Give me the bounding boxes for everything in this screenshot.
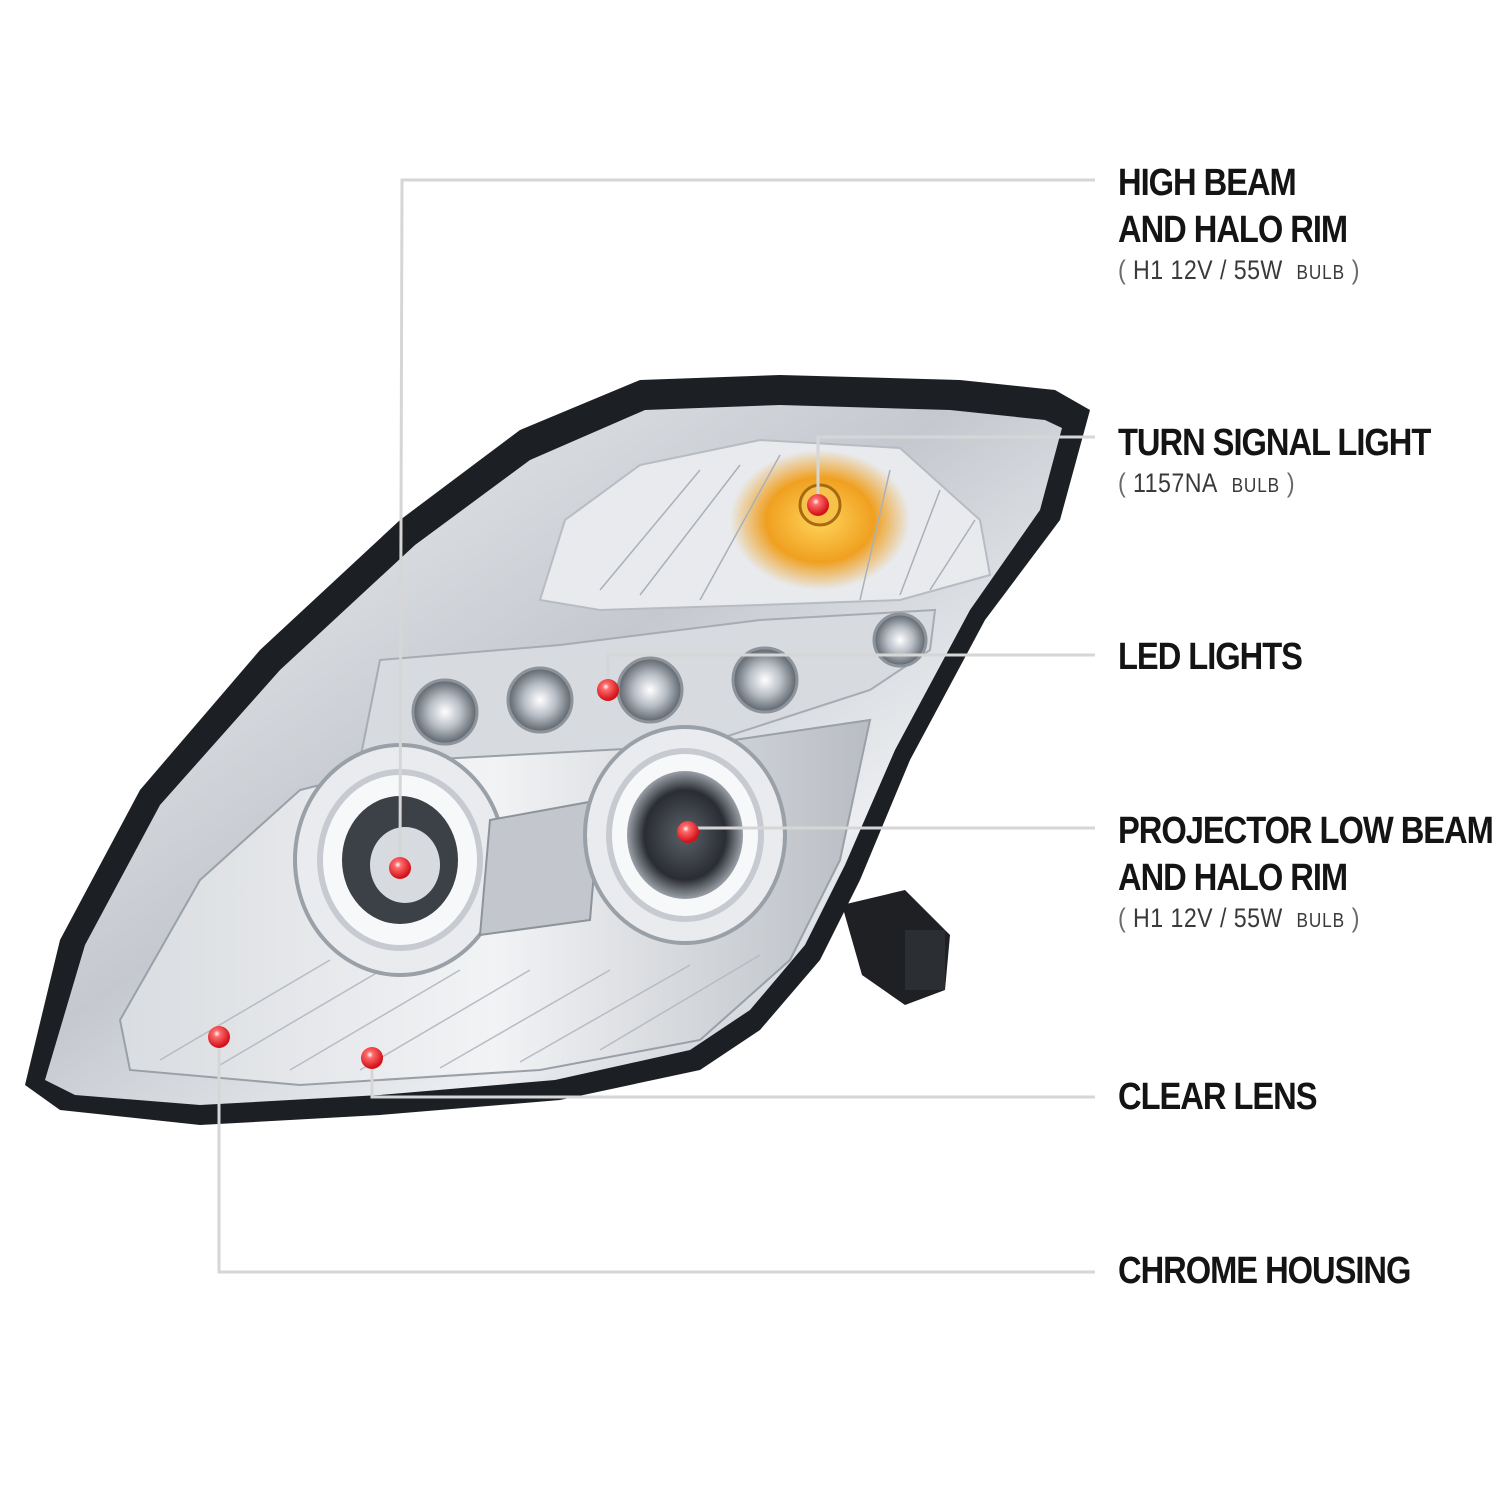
reflector-ridges [599, 454, 976, 601]
callout-spec: ( H1 12V / 55W BULB ) [1118, 903, 1360, 933]
marker-turn-signal [807, 494, 829, 516]
callout-title: AND HALO RIM [1118, 209, 1348, 251]
callout-markers [208, 494, 829, 1069]
led-pods [411, 612, 928, 746]
callout-title: HIGH BEAM [1118, 162, 1297, 204]
callout-chrome-housing: CHROME HOUSING [1118, 1248, 1458, 1295]
callout-led-lights: LED LIGHTS [1118, 634, 1332, 681]
marker-led-lights [597, 679, 619, 701]
callout-spec: ( 1157NA BULB ) [1118, 468, 1296, 498]
callout-title: TURN SIGNAL LIGHT [1118, 422, 1431, 464]
projector-body [478, 798, 602, 937]
marker-low-beam [677, 821, 699, 843]
callout-turn-signal: TURN SIGNAL LIGHT ( 1157NA BULB ) [1118, 420, 1481, 502]
callout-title: AND HALO RIM [1118, 857, 1348, 899]
callout-title: PROJECTOR LOW BEAM [1118, 810, 1494, 852]
marker-clear-lens [361, 1047, 383, 1069]
callout-spec: ( H1 12V / 55W BULB ) [1118, 255, 1360, 285]
callout-title: CLEAR LENS [1118, 1076, 1318, 1118]
callout-clear-lens: CLEAR LENS [1118, 1074, 1349, 1121]
callout-low-beam: PROJECTOR LOW BEAM AND HALO RIM ( H1 12V… [1118, 808, 1500, 937]
lens-ridges [159, 954, 761, 1071]
callout-title: LED LIGHTS [1118, 636, 1303, 678]
marker-high-beam [389, 857, 411, 879]
callout-high-beam: HIGH BEAM AND HALO RIM ( H1 12V / 55W BU… [1118, 160, 1399, 289]
callout-title: CHROME HOUSING [1118, 1250, 1411, 1292]
wiring-connector [842, 890, 950, 1005]
marker-chrome-housing [208, 1026, 230, 1048]
